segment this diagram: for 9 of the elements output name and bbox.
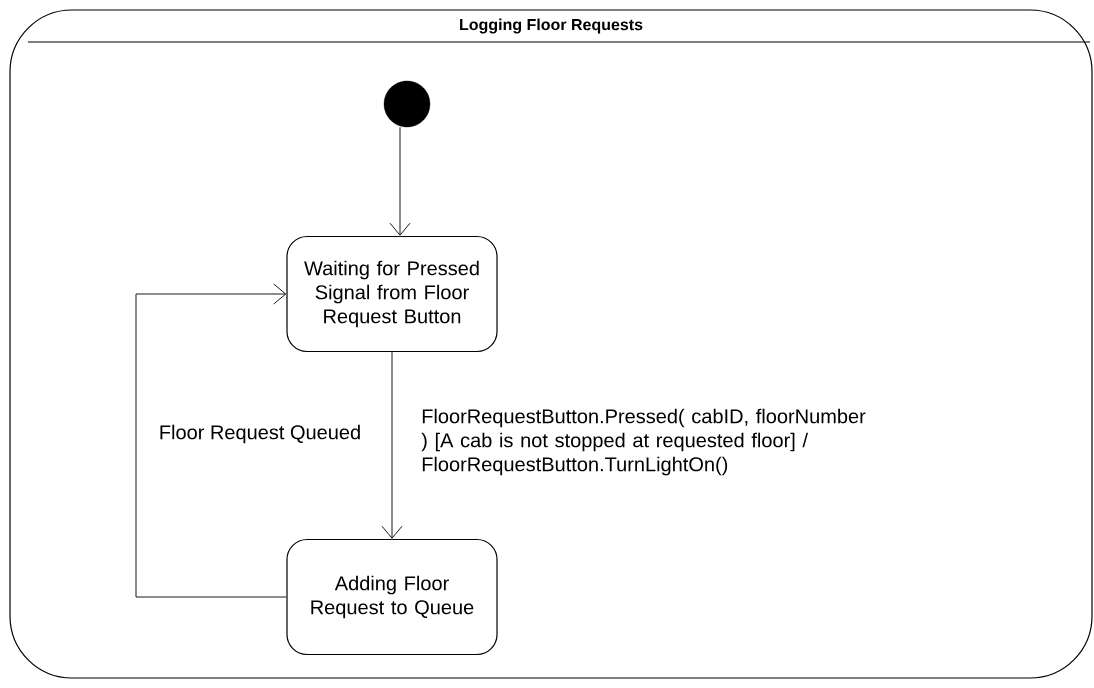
transition-label: FloorRequestButton.Pressed( cabID, floorNumber ) [A cab is not stopped at requested floor] / FloorRequestButton.TurnLightOn() bbox=[420, 407, 888, 477]
initial-state bbox=[383, 80, 431, 128]
state-box: Adding Floor Request to Queue bbox=[286, 538, 498, 656]
frame-title: Logging Floor Requests bbox=[460, 18, 643, 34]
state-box: Waiting for Pressed Signal from Floor Request Button bbox=[286, 235, 498, 353]
transition-arrow bbox=[389, 126, 411, 236]
transition-arrow bbox=[135, 283, 287, 598]
transition-arrow bbox=[381, 351, 403, 539]
transition-label: Floor Request Queued bbox=[157, 423, 363, 445]
